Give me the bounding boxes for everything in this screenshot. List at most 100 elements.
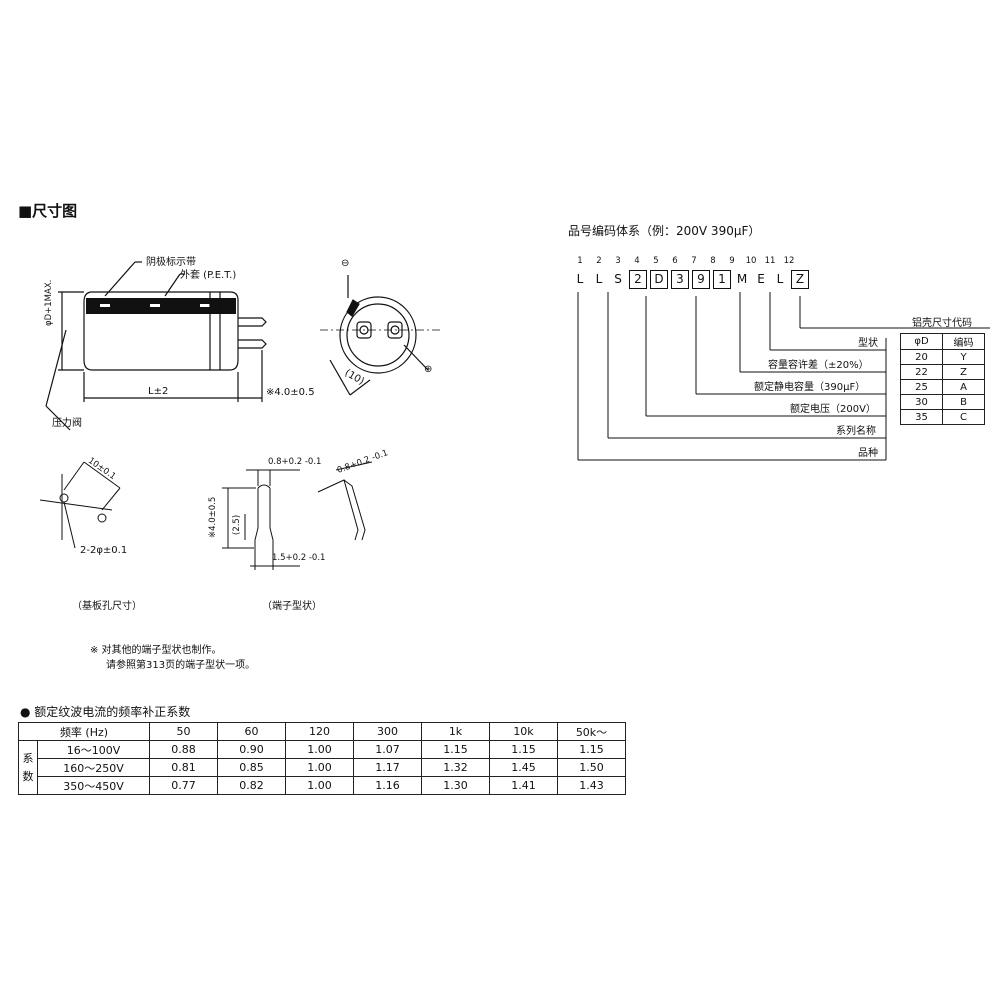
coefficient-cell: 1.00 [285, 776, 354, 795]
sleeve-label: 外套 (P.E.T.) [180, 270, 237, 281]
code-character: 1 [713, 270, 731, 289]
code-character: 3 [671, 270, 689, 289]
code-character: Z [791, 270, 809, 289]
note-1: ※ 对其他的端子型状也制作。 [90, 645, 222, 656]
code-position-number: 3 [615, 256, 621, 266]
plus-mark-icon: ⊕ [424, 364, 433, 375]
coefficient-group-label: 系数 [18, 740, 38, 795]
coefficient-cell: 1.15 [489, 740, 558, 759]
coefficient-cell: 1.00 [285, 740, 354, 759]
coefficient-cell: 0.85 [217, 758, 286, 777]
terminal-25-label: (2.5) [232, 514, 242, 535]
series-label: 系列名称 [836, 426, 876, 437]
code-position-number: 6 [672, 256, 678, 266]
coefficient-cell: 1.45 [489, 758, 558, 777]
vent-label: 压力阀 [52, 418, 82, 429]
code-character: L [576, 272, 584, 286]
case-diameter: 20 [900, 349, 943, 365]
coefficient-cell: 1.15 [421, 740, 490, 759]
shape-label: 型状 [858, 338, 878, 349]
tolerance-label: 容量容许差（±20%） [768, 360, 869, 371]
case-diameter: 30 [900, 394, 943, 410]
code-character: M [736, 272, 748, 286]
coefficient-cell: 1.50 [557, 758, 626, 777]
voltage-range: 16～100V [37, 740, 150, 759]
coefficient-cell: 1.00 [285, 758, 354, 777]
terminal-base-label: 1.5+0.2 -0.1 [272, 553, 326, 563]
table-row: 160～250V 0.81 0.85 1.00 1.17 1.32 1.45 1… [19, 758, 626, 777]
coefficient-cell: 1.16 [353, 776, 422, 795]
note-2: 请参照第313页的端子型状一项。 [106, 660, 256, 671]
freq-table-title: ● 额定纹波电流的频率补正系数 [20, 705, 191, 719]
case-diameter: 22 [900, 364, 943, 380]
coefficient-cell: 0.82 [217, 776, 286, 795]
terminal-height-label: ※4.0±0.5 [208, 496, 218, 538]
code-position-number: 11 [764, 256, 776, 266]
terminal-width-label: 0.8+0.2 -0.1 [268, 457, 322, 467]
code-position-number: 4 [634, 256, 640, 266]
code-position-number: 10 [745, 256, 757, 266]
code-position-number: 1 [577, 256, 583, 266]
code-system-title: 品号编码体系（例：200V 390μF） [568, 224, 761, 238]
code-character: S [614, 272, 622, 286]
pcb-hole-label: 2-2φ±0.1 [80, 545, 128, 556]
code-position-number: 2 [596, 256, 602, 266]
voltage-label: 额定电压（200V） [790, 404, 876, 415]
coefficient-cell: 1.15 [557, 740, 626, 759]
terminal-shape-view [222, 461, 373, 570]
coefficient-cell: 0.88 [149, 740, 218, 759]
code-character: L [595, 272, 603, 286]
pcb-caption: （基板孔尺寸） [72, 601, 142, 612]
case-code: Y [942, 349, 985, 365]
code-character: D [650, 270, 668, 289]
freq-header-cell: 1k [421, 722, 490, 741]
freq-header-cell: 10k [489, 722, 558, 741]
group-label-2: 数 [22, 769, 34, 783]
dimension-drawing [39, 261, 990, 570]
pcb-hole-view [39, 461, 121, 549]
diameter-label: φD+1MAX. [44, 279, 54, 326]
voltage-range: 350～450V [37, 776, 150, 795]
table-row: 系数 16～100V 0.88 0.90 1.00 1.07 1.15 1.15… [18, 740, 626, 795]
group-label-1: 系 [22, 751, 34, 765]
freq-header-cell: 50k～ [557, 722, 626, 741]
voltage-range: 160～250V [37, 758, 150, 777]
code-character: E [757, 272, 765, 286]
freq-header-cell: 120 [285, 722, 354, 741]
code-character: L [776, 272, 784, 286]
minus-mark-icon: ⊖ [341, 258, 350, 269]
case-code: C [942, 409, 985, 425]
capacitor-top-view [320, 275, 440, 396]
freq-header-cell: 60 [217, 722, 286, 741]
coefficient-cell: 0.77 [149, 776, 218, 795]
coefficient-cell: 1.32 [421, 758, 490, 777]
case-diameter: 25 [900, 379, 943, 395]
cathode-band-label: 阴极标示带 [146, 257, 196, 268]
coefficient-cell: 1.30 [421, 776, 490, 795]
case-diameter: 35 [900, 409, 943, 425]
code-character: 2 [629, 270, 647, 289]
case-code: A [942, 379, 985, 395]
section-title: ■尺寸图 [18, 202, 78, 220]
code-position-number: 8 [710, 256, 716, 266]
case-header-code: 编码 [942, 333, 985, 350]
coefficient-cell: 1.17 [353, 758, 422, 777]
case-table-header: φD 编码 [900, 333, 985, 350]
coefficient-cell: 1.41 [489, 776, 558, 795]
code-position-number: 9 [729, 256, 735, 266]
table-row: 350～450V 0.77 0.82 1.00 1.16 1.30 1.41 1… [19, 776, 626, 795]
case-header-diameter: φD [900, 333, 943, 350]
freq-header-cell: 50 [149, 722, 218, 741]
product-label: 品种 [858, 448, 878, 459]
code-character: 9 [692, 270, 710, 289]
coefficient-cell: 1.07 [353, 740, 422, 759]
coefficient-cell: 1.43 [557, 776, 626, 795]
frequency-correction-table: 频率 (Hz) 50 60 120 300 1k 10k 50k～ 系数 16～… [18, 722, 626, 795]
